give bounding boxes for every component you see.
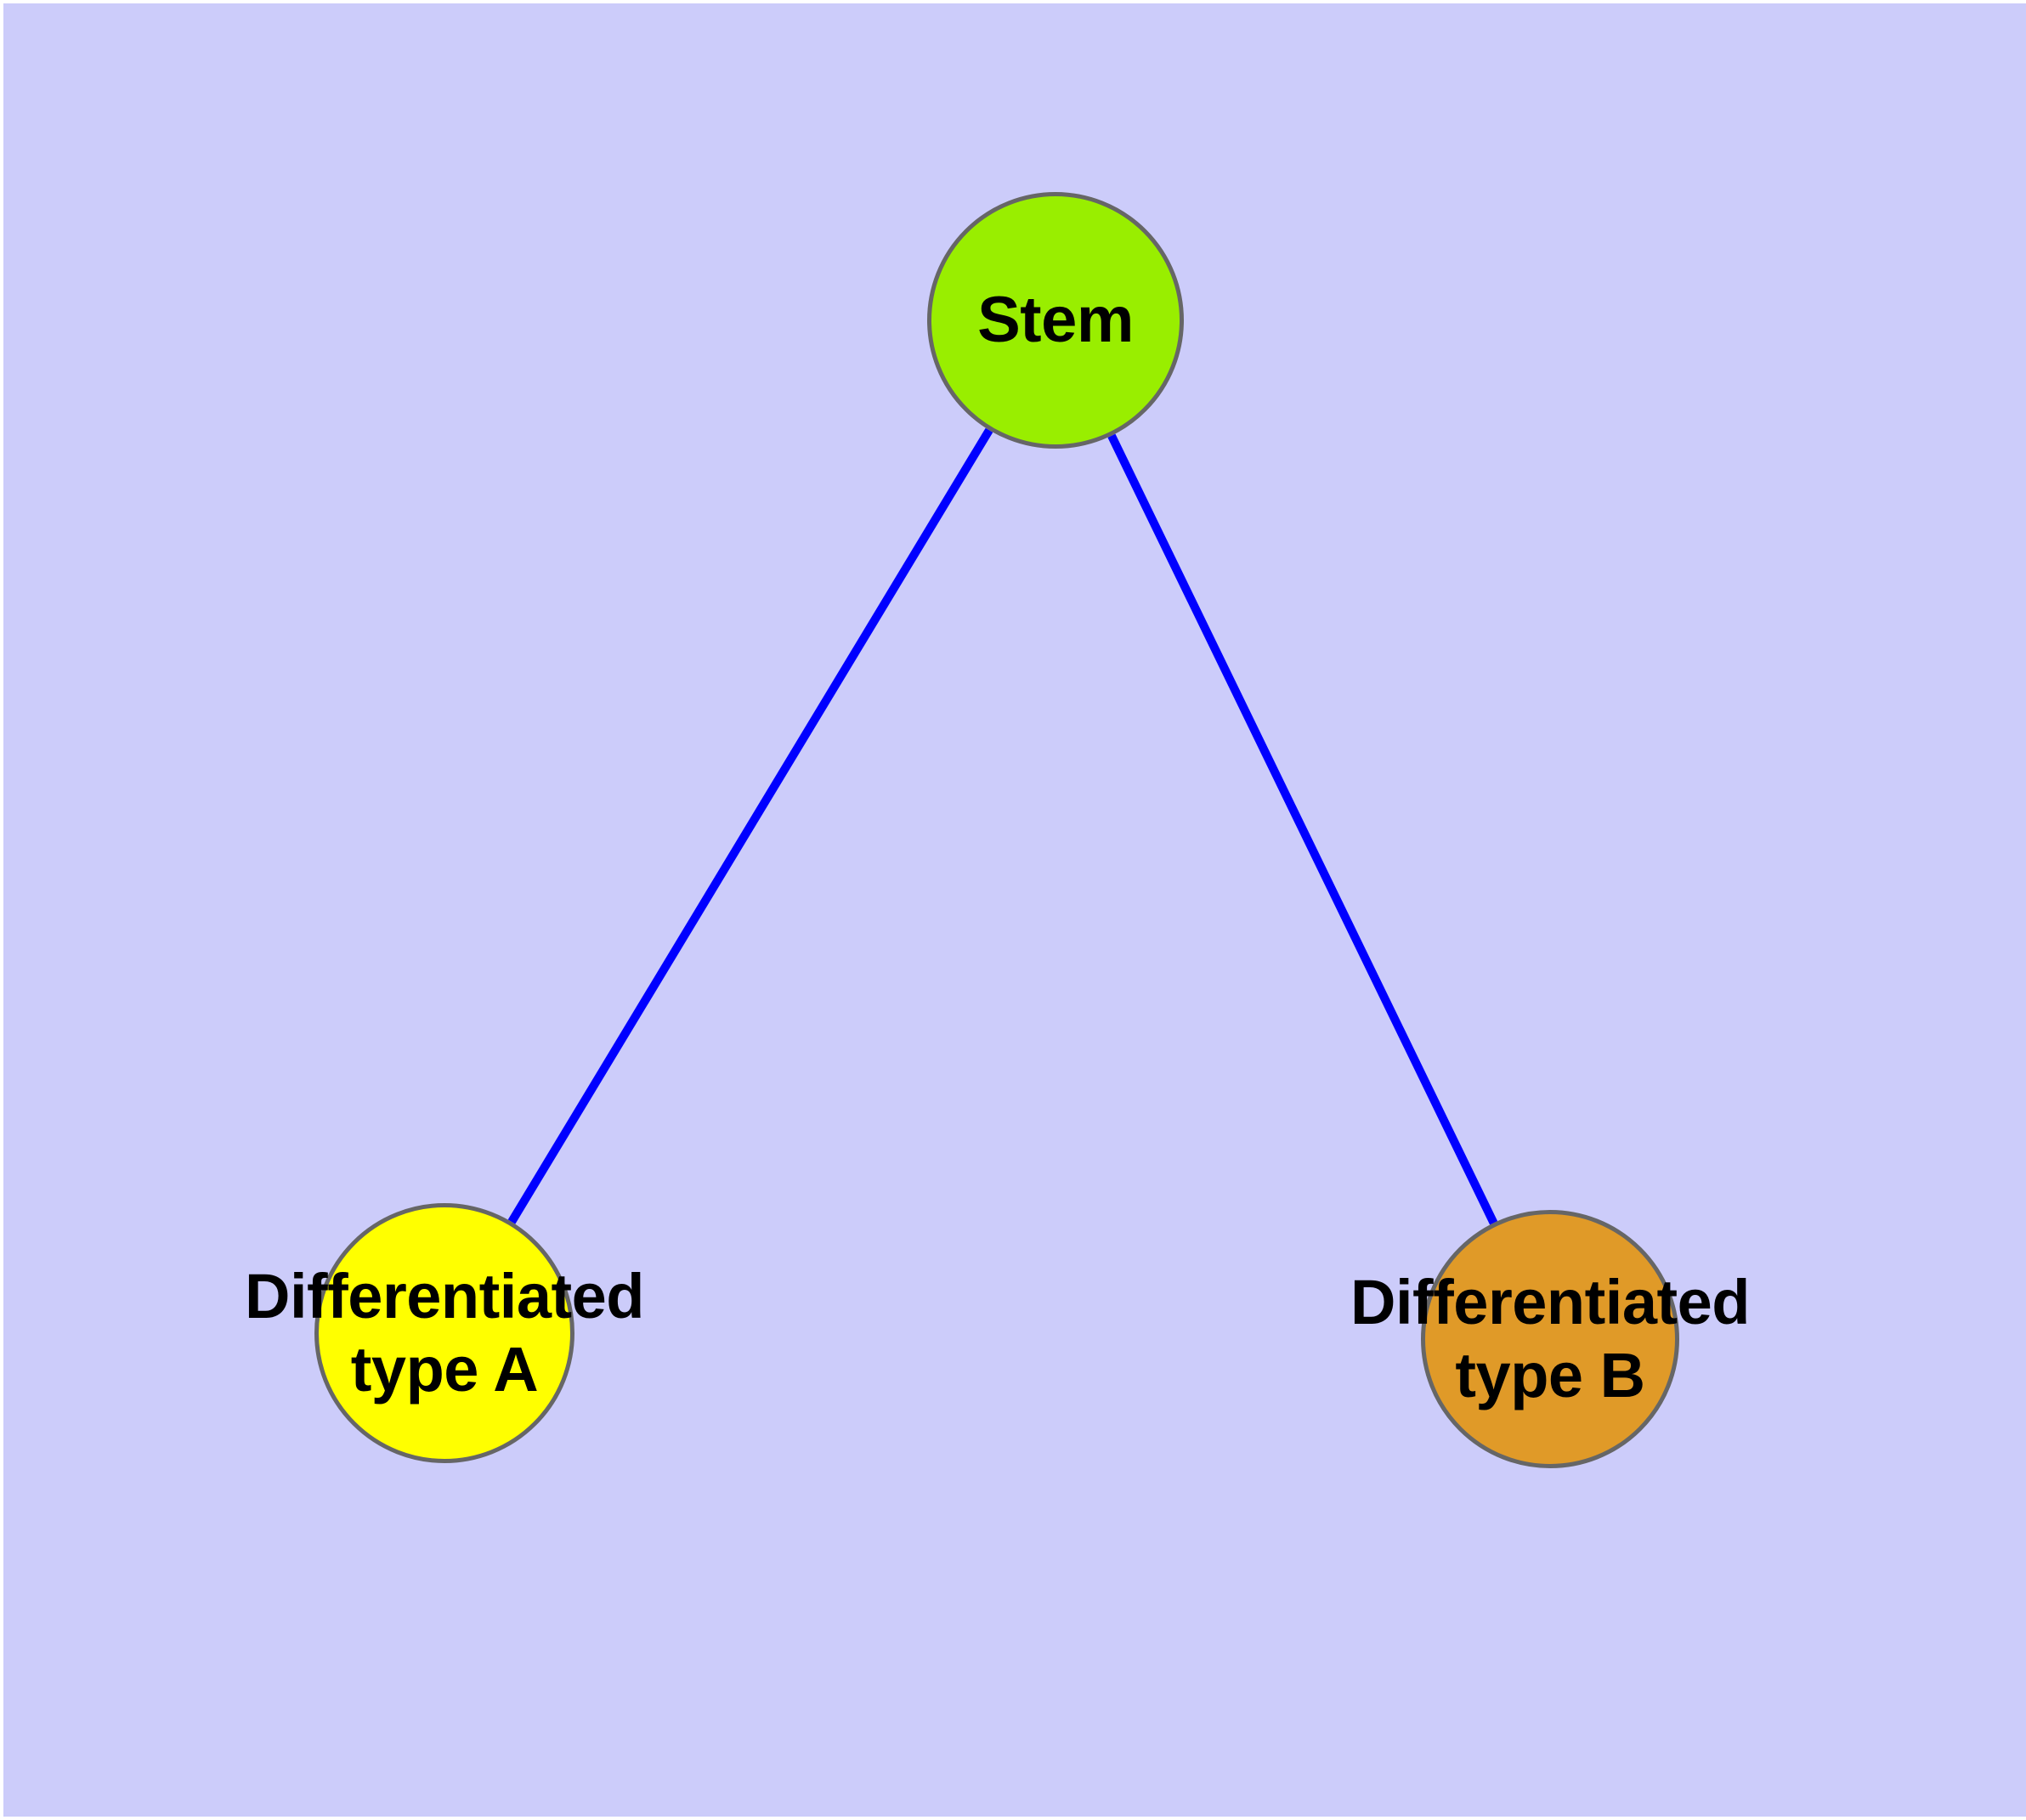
edge-stem-to-diff-b[interactable]: [1107, 433, 1498, 1225]
edge-layer: [507, 427, 1498, 1225]
node-differentiated-type-b[interactable]: Differentiated type B: [1350, 1210, 1750, 1468]
edge-stem-to-diff-a[interactable]: [507, 427, 993, 1224]
node-differentiated-type-a[interactable]: Differentiated type A: [245, 1203, 644, 1463]
node-stem[interactable]: Stem: [927, 192, 1184, 449]
node-stem-label: Stem: [977, 283, 1134, 356]
